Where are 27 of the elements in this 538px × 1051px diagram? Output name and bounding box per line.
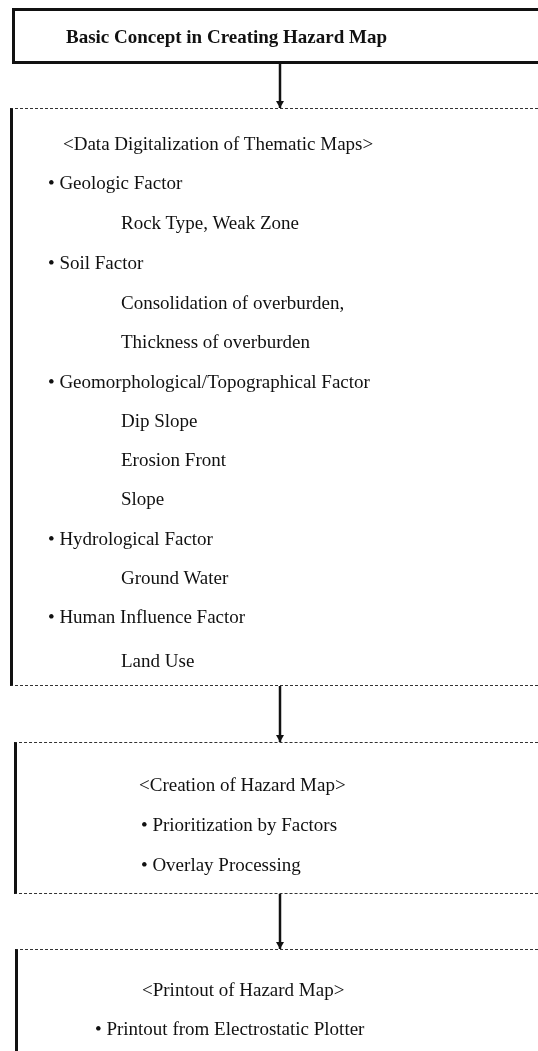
arrow [276, 894, 284, 949]
heading-text: <Printout of Hazard Map> [142, 979, 345, 1001]
arrow [276, 64, 284, 108]
list-item-text: • Hydrological Factor [48, 528, 213, 550]
list-item-text: • Printout from Electrostatic Plotter [95, 1018, 365, 1040]
list-item-text: Rock Type, Weak Zone [121, 212, 299, 234]
list-item-text: Dip Slope [121, 410, 198, 432]
list-item-text: Thickness of overburden [121, 331, 310, 353]
heading-text: <Creation of Hazard Map> [139, 774, 346, 796]
list-item-text: • Soil Factor [48, 252, 144, 274]
list-item-text: Consolidation of overburden, [121, 292, 345, 314]
list-item-text: • Geologic Factor [48, 172, 183, 194]
list-item-text: Slope [121, 488, 165, 510]
list-item-text: • Overlay Processing [141, 854, 301, 876]
arrow [276, 686, 284, 742]
process-box [15, 949, 538, 1051]
list-item-text: • Geomorphological/Topographical Factor [48, 371, 370, 393]
heading-text: <Data Digitalization of Thematic Maps> [63, 133, 374, 155]
list-item-text: Land Use [121, 650, 195, 672]
process-box [14, 742, 538, 894]
process-box [10, 108, 538, 686]
list-item-text: Ground Water [121, 567, 229, 589]
list-item-text: • Human Influence Factor [48, 606, 246, 628]
list-item-text: Erosion Front [121, 449, 227, 471]
title-text: Basic Concept in Creating Hazard Map [66, 26, 388, 48]
title-box [12, 8, 538, 64]
list-item-text: • Prioritization by Factors [141, 814, 338, 836]
